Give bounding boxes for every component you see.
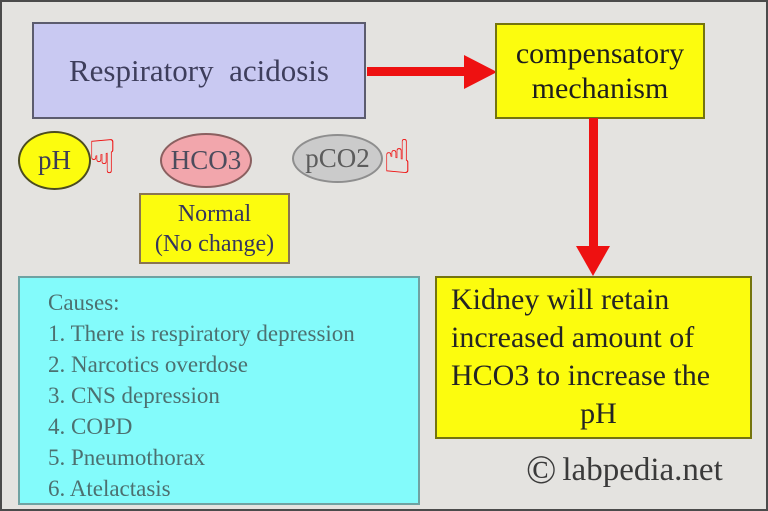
copyright-icon: © xyxy=(526,447,557,492)
pco2-label: pCO2 xyxy=(305,143,370,173)
arrow-right-head-icon xyxy=(464,55,497,89)
causes-item: 2. Narcotics overdose xyxy=(48,352,248,377)
arrow-down-shaft xyxy=(589,118,598,248)
hco3-ellipse: HCO3 xyxy=(160,133,252,188)
kidney-retain-hco3-box: Kidney will retain increased amount of H… xyxy=(435,276,752,439)
causes-box: Causes: 1. There is respiratory depressi… xyxy=(18,276,420,505)
respiratory-acidosis-label: Respiratory acidosis xyxy=(68,52,329,88)
causes-item: 6. Atelactasis xyxy=(48,476,171,501)
arrow-down-head-icon xyxy=(576,246,610,276)
hand-pointing-up-icon: ☝ xyxy=(383,130,412,185)
normal-no-change-box: Normal (No change) xyxy=(139,193,290,264)
normal-label-line1: Normal xyxy=(177,200,252,227)
ph-ellipse: pH xyxy=(18,131,91,190)
causes-item: 1. There is respiratory depression xyxy=(48,321,355,346)
watermark-text: labpedia.net xyxy=(562,451,723,488)
causes-title: Causes: xyxy=(48,290,120,315)
normal-label-line2: (No change) xyxy=(154,230,275,257)
ph-label: pH xyxy=(38,145,71,175)
kidney-box-line: pH xyxy=(580,397,617,430)
pco2-ellipse: pCO2 xyxy=(292,134,383,183)
compensatory-mechanism-label: compensatory mechanism xyxy=(515,36,685,105)
compensatory-mechanism-box: compensatory mechanism xyxy=(495,23,705,119)
causes-item: 3. CNS depression xyxy=(48,383,220,408)
kidney-box-line: HCO3 to increase the xyxy=(451,359,711,392)
kidney-box-line: increased amount of xyxy=(451,321,695,354)
causes-item: 5. Pneumothorax xyxy=(48,445,206,470)
kidney-box-line: Kidney will retain xyxy=(451,283,670,316)
respiratory-acidosis-box: Respiratory acidosis xyxy=(32,22,366,119)
arrow-right-shaft xyxy=(367,67,466,76)
hco3-label: HCO3 xyxy=(170,145,242,175)
causes-item: 4. COPD xyxy=(48,414,133,439)
hand-pointing-down-icon: ☟ xyxy=(88,130,117,185)
watermark: © labpedia.net xyxy=(526,450,723,490)
